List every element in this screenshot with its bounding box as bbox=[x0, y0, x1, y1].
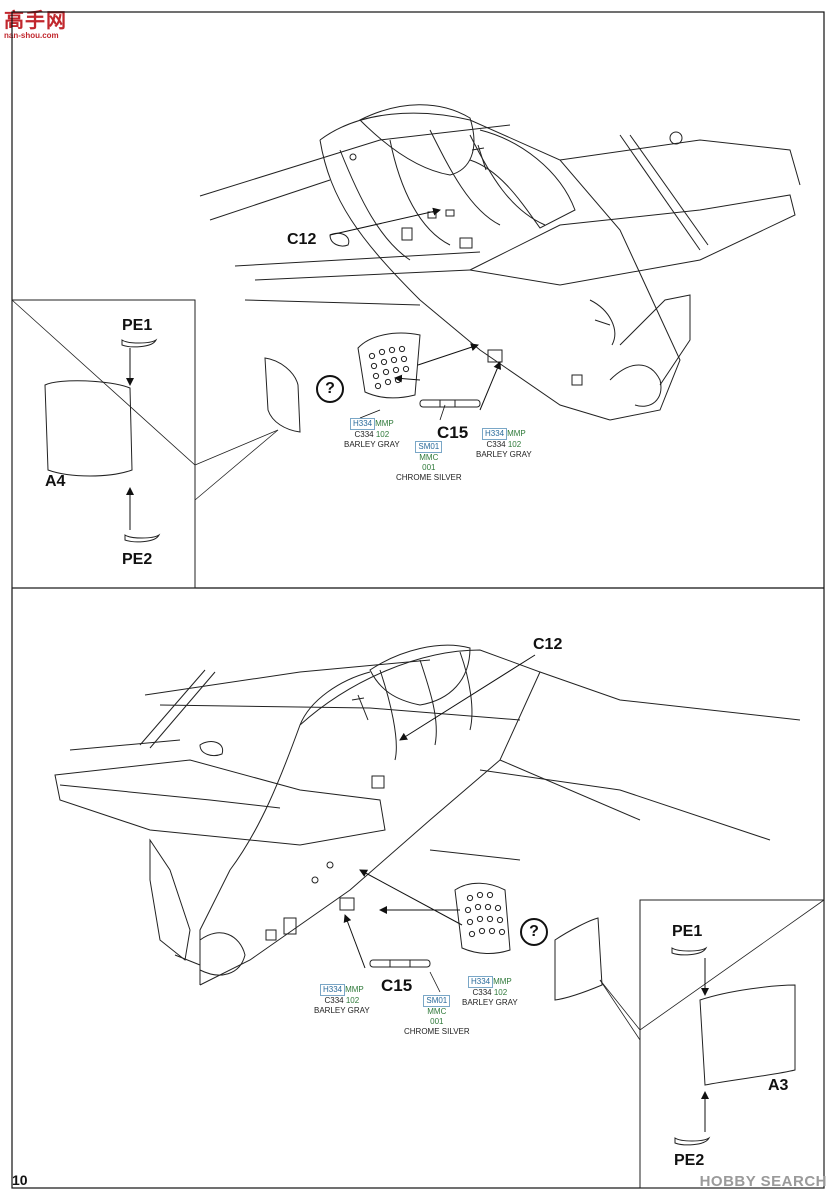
pe1-part-top bbox=[121, 338, 158, 348]
paint-number: 001 bbox=[430, 1017, 444, 1026]
paint-code: H334 bbox=[349, 418, 376, 430]
bottom-label-pe2: PE2 bbox=[674, 1152, 705, 1169]
bottom-loose-panel bbox=[554, 917, 603, 1001]
paint-code-2: MMC bbox=[427, 1007, 447, 1016]
paint-name: BARLEY GRAY bbox=[314, 1006, 370, 1015]
top-label-a4: A4 bbox=[45, 473, 66, 490]
paint-number: 102 bbox=[507, 440, 522, 449]
paint-brand: MMP bbox=[345, 985, 364, 994]
paint-code: H334 bbox=[319, 984, 346, 996]
paint-code: SM01 bbox=[423, 995, 451, 1007]
hobby-search-watermark: HOBBY SEARCH bbox=[699, 1173, 827, 1190]
bottom-label-c15: C15 bbox=[381, 976, 413, 995]
pe2-part-top bbox=[124, 533, 161, 543]
top-aircraft-lines bbox=[199, 104, 801, 421]
bottom-paint-callout-mid: SM01 MMC 001 CHROME SILVER bbox=[404, 995, 470, 1037]
paint-brand: MMP bbox=[375, 419, 394, 428]
paint-brand: MMP bbox=[493, 977, 512, 986]
paint-number: 102 bbox=[345, 996, 360, 1005]
paint-name: BARLEY GRAY bbox=[462, 998, 518, 1007]
page-frame bbox=[11, 11, 825, 1189]
paint-code-2: C334 bbox=[324, 996, 344, 1005]
paint-code: H334 bbox=[481, 428, 508, 440]
paint-code-2: MMC bbox=[419, 453, 439, 462]
a4-part bbox=[44, 380, 133, 477]
paint-name: CHROME SILVER bbox=[404, 1027, 470, 1036]
paint-name: CHROME SILVER bbox=[396, 473, 462, 482]
bottom-c15-part bbox=[369, 959, 431, 968]
pe2-part-bottom bbox=[674, 1136, 711, 1146]
top-c15-part bbox=[419, 399, 481, 408]
paint-name: BARLEY GRAY bbox=[344, 440, 400, 449]
paint-number: 102 bbox=[375, 430, 390, 439]
bottom-aircraft-lines bbox=[54, 644, 801, 986]
pe1-part-bottom bbox=[671, 946, 708, 956]
site-logo-url: nan-shou.com bbox=[4, 31, 59, 40]
paint-code: SM01 bbox=[415, 441, 443, 453]
site-logo: 高手网 nan-shou.com bbox=[4, 4, 70, 40]
top-question-mark-icon: ? bbox=[316, 375, 344, 403]
top-label-c12: C12 bbox=[287, 231, 317, 248]
paint-number: 102 bbox=[493, 988, 508, 997]
top-loose-panel bbox=[264, 357, 301, 433]
paint-code-2: C334 bbox=[472, 988, 492, 997]
top-label-c15: C15 bbox=[437, 423, 469, 442]
bottom-vent-panel bbox=[454, 882, 511, 954]
top-detail-box bbox=[11, 299, 196, 589]
page-number: 10 bbox=[12, 1172, 28, 1188]
bottom-label-a3: A3 bbox=[768, 1077, 789, 1094]
paint-code-2: C334 bbox=[354, 430, 374, 439]
bottom-label-pe1: PE1 bbox=[672, 923, 703, 940]
paint-name: BARLEY GRAY bbox=[476, 450, 532, 459]
paint-number: 001 bbox=[422, 463, 436, 472]
top-vent-panel bbox=[357, 332, 421, 399]
top-label-pe2: PE2 bbox=[122, 551, 153, 568]
paint-brand: MMP bbox=[507, 429, 526, 438]
bottom-label-c12: C12 bbox=[533, 636, 563, 653]
bottom-detail-box bbox=[639, 899, 825, 1189]
a3-part bbox=[699, 984, 796, 1086]
paint-code: H334 bbox=[467, 976, 494, 988]
bottom-question-mark-icon: ? bbox=[520, 918, 548, 946]
top-paint-callout-mid: SM01 MMC 001 CHROME SILVER bbox=[396, 441, 462, 483]
paint-code-2: C334 bbox=[486, 440, 506, 449]
top-label-pe1: PE1 bbox=[122, 317, 153, 334]
site-logo-text: 高手网 bbox=[4, 10, 67, 32]
